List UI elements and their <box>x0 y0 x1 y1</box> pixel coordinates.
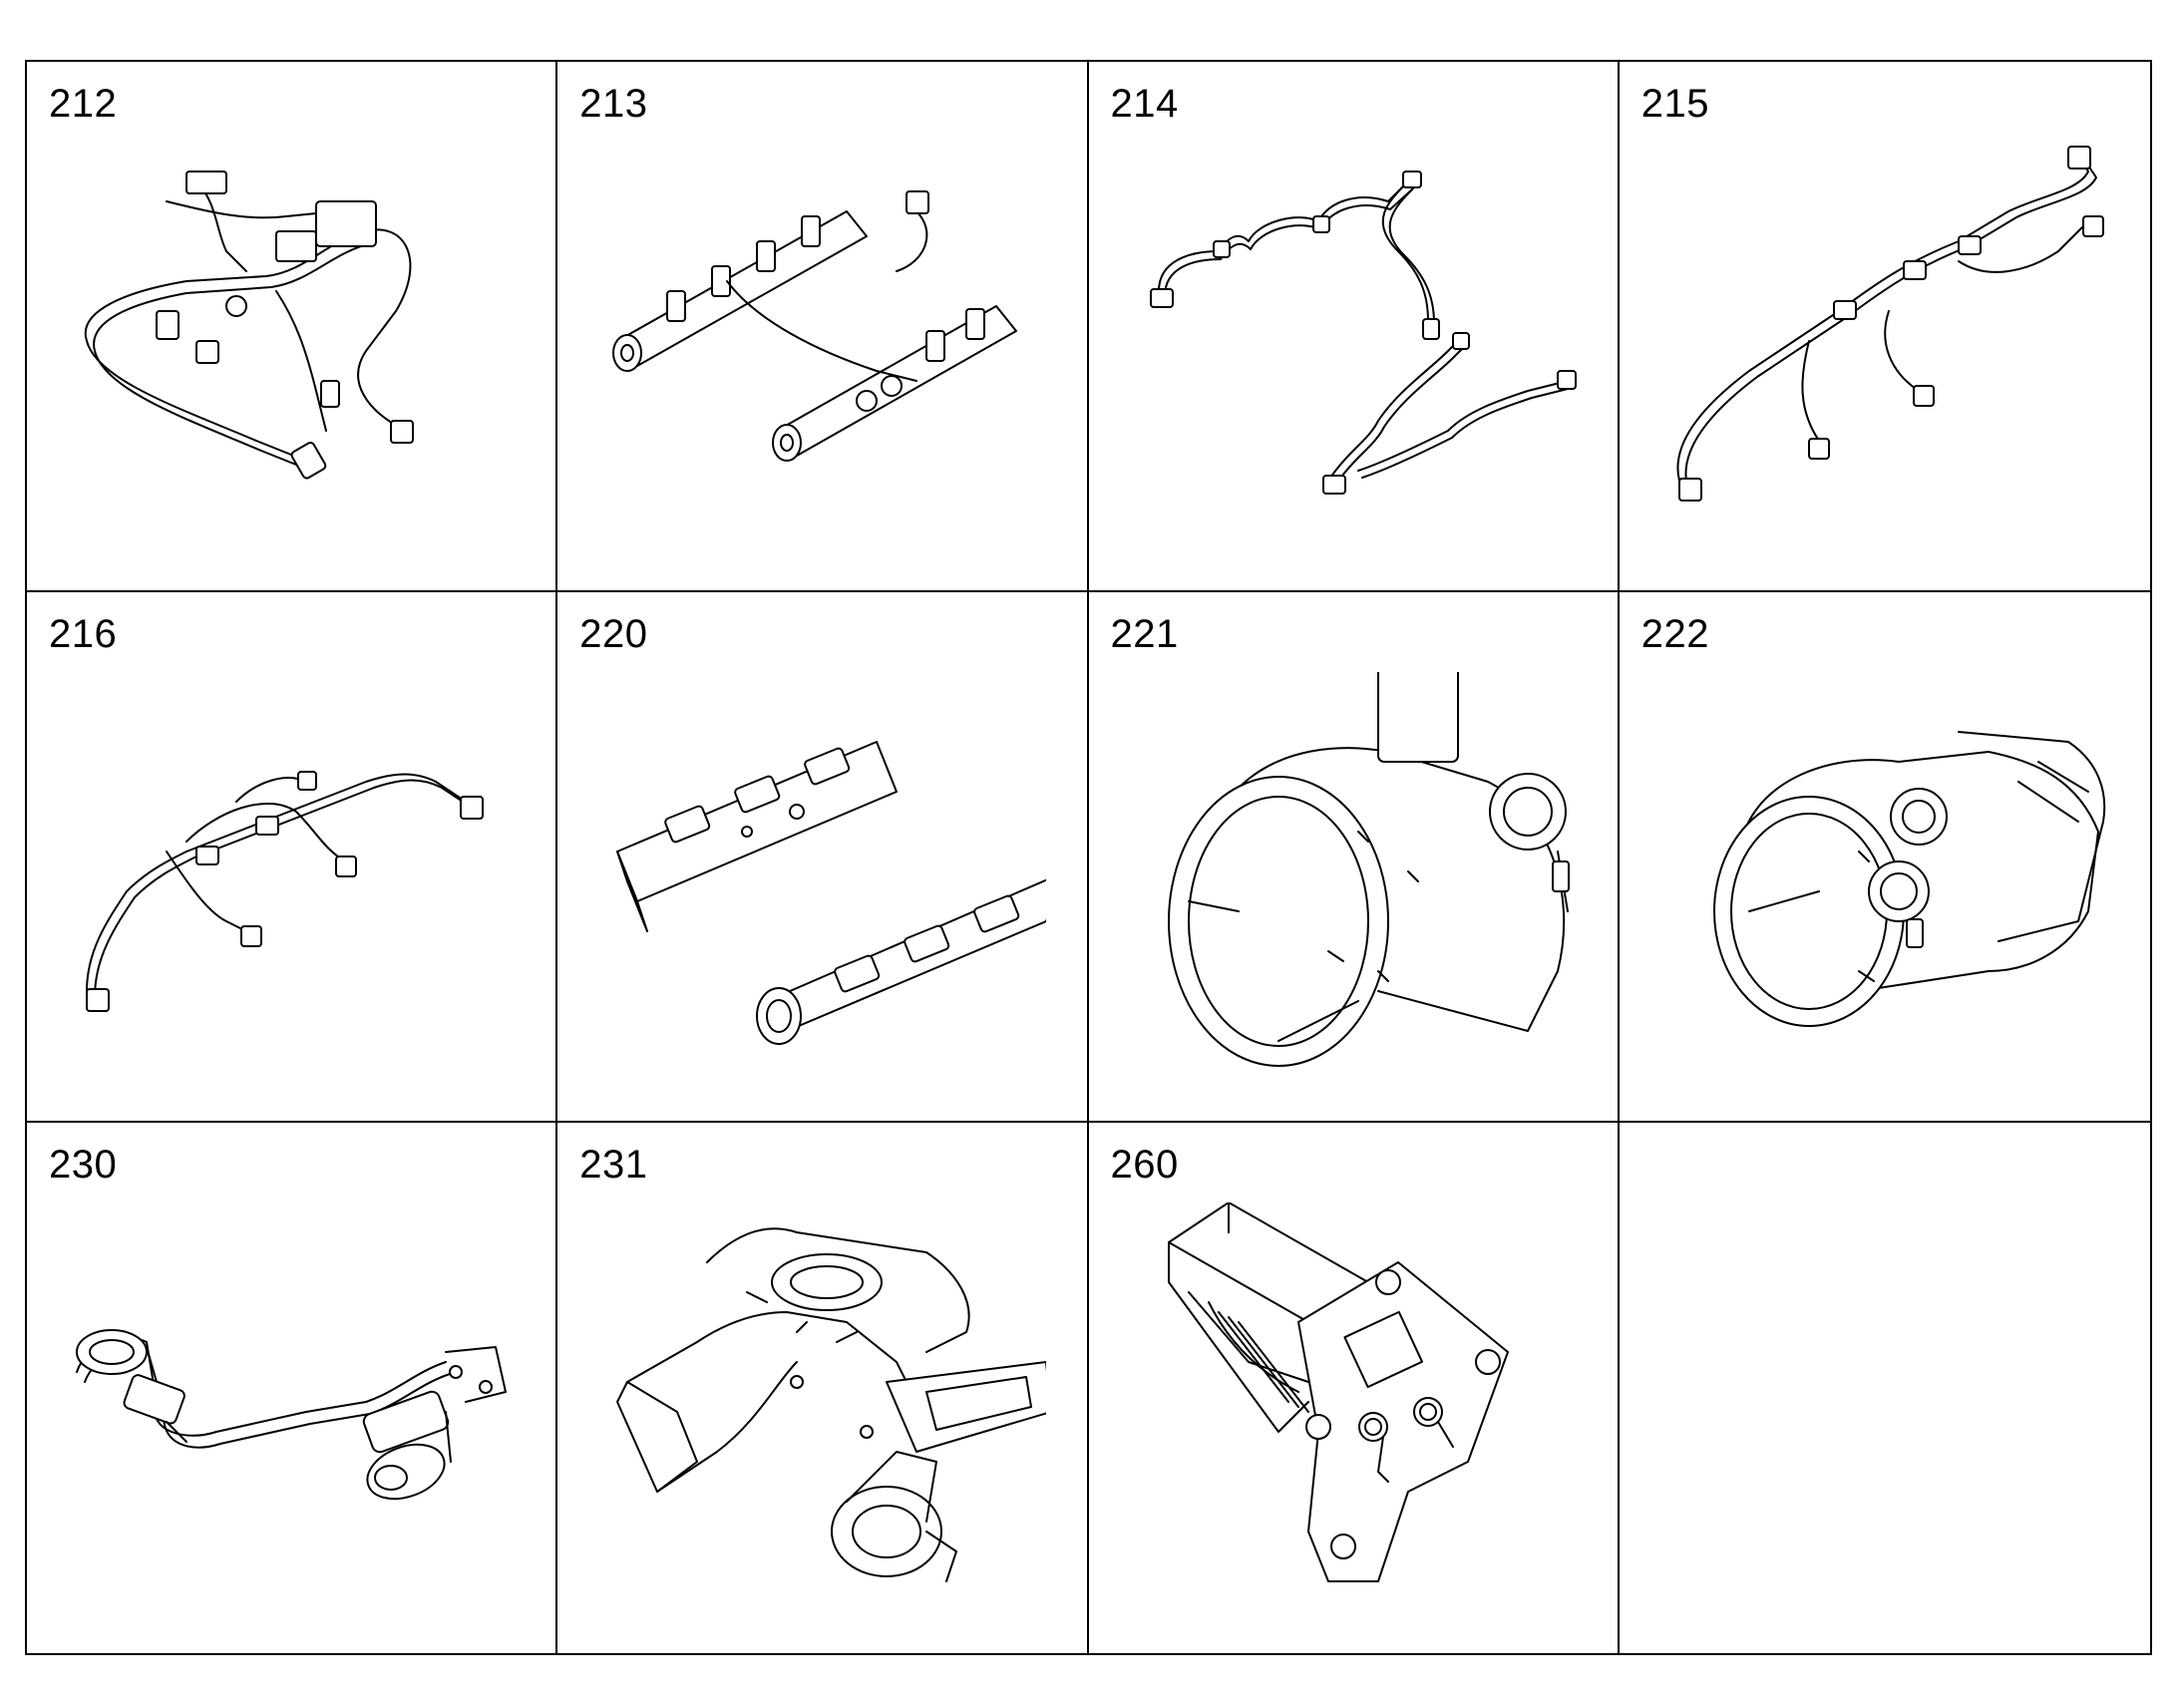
cell-label: 214 <box>1110 82 1179 126</box>
cell-label: 213 <box>579 82 648 126</box>
catalog-cell-empty <box>1620 1123 2150 1653</box>
cell-label: 221 <box>1110 612 1179 656</box>
turbocharger-icon <box>1167 672 1570 1067</box>
intake-plenum-icon <box>616 1227 1047 1582</box>
mounting-bracket-icon <box>1167 1202 1509 1582</box>
fuel-line-assembly-icon <box>86 771 484 1012</box>
catalog-cell-214[interactable]: 214 <box>1088 62 1620 592</box>
cell-label: 260 <box>1110 1143 1179 1187</box>
cell-label: 231 <box>579 1143 648 1187</box>
fuel-lines-icon <box>1149 171 1577 495</box>
catalog-cell-212[interactable]: 212 <box>27 62 558 592</box>
parts-catalog-grid: 212 213 <box>25 60 2152 1655</box>
cell-label: 230 <box>49 1143 118 1187</box>
catalog-cell-215[interactable]: 215 <box>1619 62 2150 592</box>
cell-label: 216 <box>49 612 118 656</box>
catalog-cell-260[interactable]: 260 <box>1089 1123 1620 1653</box>
cell-label: 220 <box>579 612 648 656</box>
intake-manifold-icon <box>616 741 1047 1045</box>
catalog-cell-231[interactable]: 231 <box>557 1123 1089 1653</box>
catalog-cell-222[interactable]: 222 <box>1619 592 2150 1123</box>
cell-label: 222 <box>1640 612 1709 656</box>
catalog-cell-216[interactable]: 216 <box>27 592 558 1123</box>
catalog-cell-220[interactable]: 220 <box>557 592 1089 1123</box>
exhaust-catalytic-converter-icon <box>76 1329 507 1501</box>
catalog-cell-221[interactable]: 221 <box>1088 592 1620 1123</box>
wiring-harness-icon <box>84 171 414 480</box>
fuel-rail-icon <box>612 190 1018 462</box>
cell-label: 215 <box>1640 82 1709 126</box>
catalog-cell-213[interactable]: 213 <box>557 62 1089 592</box>
turbocharger-alt-icon <box>1712 731 2105 1027</box>
catalog-cell-230[interactable]: 230 <box>27 1123 558 1653</box>
cell-label: 212 <box>49 82 118 126</box>
fuel-line-harness-icon <box>1676 146 2104 502</box>
